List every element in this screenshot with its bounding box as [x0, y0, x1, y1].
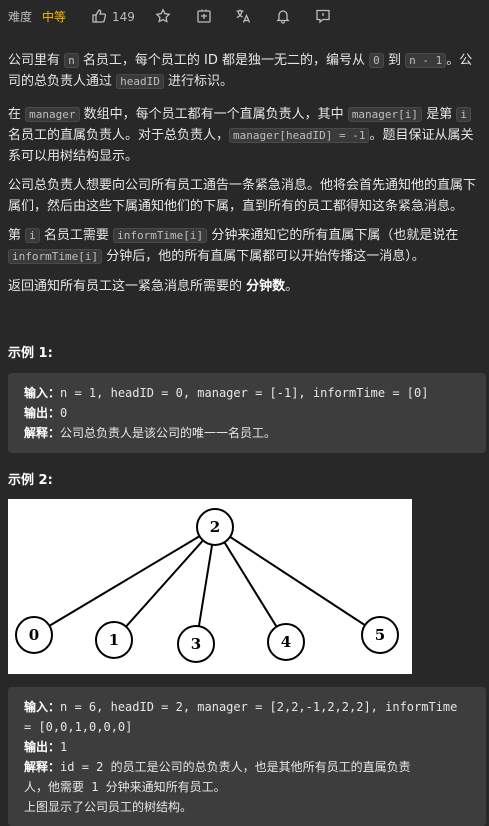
tree-node-child: [267, 623, 305, 661]
example-explain-continued: 上图显示了公司员工的树结构。: [24, 800, 193, 814]
example-input-continued: = [0,0,1,0,0,0]: [24, 720, 133, 734]
tree-diagram: 2 0 1 3 4 5: [8, 499, 412, 674]
problem-toolbar: 难度 中等 149: [0, 0, 489, 34]
tree-node-label: 3: [191, 635, 201, 653]
translate-icon[interactable]: [235, 8, 251, 24]
input-label: 输入：: [24, 386, 61, 400]
output-label: 输出：: [24, 740, 61, 754]
bell-icon[interactable]: [275, 8, 291, 24]
example-explain: id = 2 的员工是公司的总负责人，也是其他所有员工的直属负责: [60, 760, 411, 774]
inline-code: headID: [116, 74, 164, 89]
inline-code: manager: [25, 107, 80, 122]
example-1-title: 示例 1:: [8, 346, 53, 361]
example-output: 1: [60, 740, 68, 754]
example-2-block: 输入：n = 6, headID = 2, manager = [2,2,-1,…: [8, 687, 486, 826]
difficulty-label: 难度: [8, 10, 33, 24]
description-paragraph-2: 在 manager 数组中，每个员工都有一个直属负责人，其中 manager[i…: [8, 107, 474, 164]
description-paragraph-4: 第 i 名员工需要 informTime[i] 分钟来通知它的所有直属下属（也就…: [8, 228, 459, 264]
example-explain-continued: 人，他需要 1 分钟来通知所有员工。: [24, 780, 226, 794]
emphasis-text: 分钟数: [246, 279, 286, 294]
inline-code: informTime[i]: [113, 228, 208, 243]
input-label: 输入：: [24, 700, 61, 714]
tree-node-label: 2: [210, 518, 220, 536]
tree-node-child: [15, 616, 53, 654]
inline-code: manager[i]: [347, 107, 423, 122]
difficulty-value: 中等: [42, 10, 67, 24]
explain-label: 解释：: [24, 426, 61, 440]
inline-code: manager[headID] = -1: [229, 128, 370, 143]
tree-node-label: 5: [375, 626, 385, 644]
description-paragraph-1: 公司里有 n 名员工，每个员工的 ID 都是独一无二的，编号从 0 到 n - …: [8, 53, 473, 89]
example-input: n = 1, headID = 0, manager = [-1], infor…: [60, 386, 429, 400]
star-icon[interactable]: [155, 8, 171, 24]
explain-label: 解释：: [24, 760, 61, 774]
output-label: 输出：: [24, 406, 61, 420]
like-count: 149: [112, 10, 135, 24]
example-input: n = 6, headID = 2, manager = [2,2,-1,2,2…: [60, 700, 458, 714]
inline-code: n: [64, 53, 79, 68]
thumbs-up-icon[interactable]: [91, 8, 107, 24]
tree-node-root: [196, 508, 234, 546]
inline-code: 0: [369, 53, 384, 68]
tree-node-child: [361, 616, 399, 654]
inline-code: informTime[i]: [8, 249, 103, 264]
share-icon[interactable]: [196, 8, 212, 24]
example-explain: 公司总负责人是该公司的唯一一名员工。: [60, 426, 277, 440]
description-paragraph-5: 返回通知所有员工这一紧急消息所需要的 分钟数。: [8, 279, 299, 294]
description-paragraph-3: 公司总负责人想要向公司所有员工通告一条紧急消息。他将会首先通知他的直属下属们，然…: [8, 178, 477, 214]
example-2-title: 示例 2:: [8, 473, 53, 488]
tree-node-label: 4: [281, 633, 291, 651]
comment-icon[interactable]: [315, 8, 331, 24]
tree-node-label: 1: [109, 631, 119, 649]
tree-node-child: [95, 621, 133, 659]
inline-code: i: [25, 228, 40, 243]
inline-code: n - 1: [405, 53, 447, 68]
inline-code: i: [456, 107, 471, 122]
example-1-block: 输入：n = 1, headID = 0, manager = [-1], in…: [8, 373, 486, 453]
example-output: 0: [60, 406, 68, 420]
tree-node-label: 0: [29, 626, 39, 644]
tree-node-child: [177, 625, 215, 663]
